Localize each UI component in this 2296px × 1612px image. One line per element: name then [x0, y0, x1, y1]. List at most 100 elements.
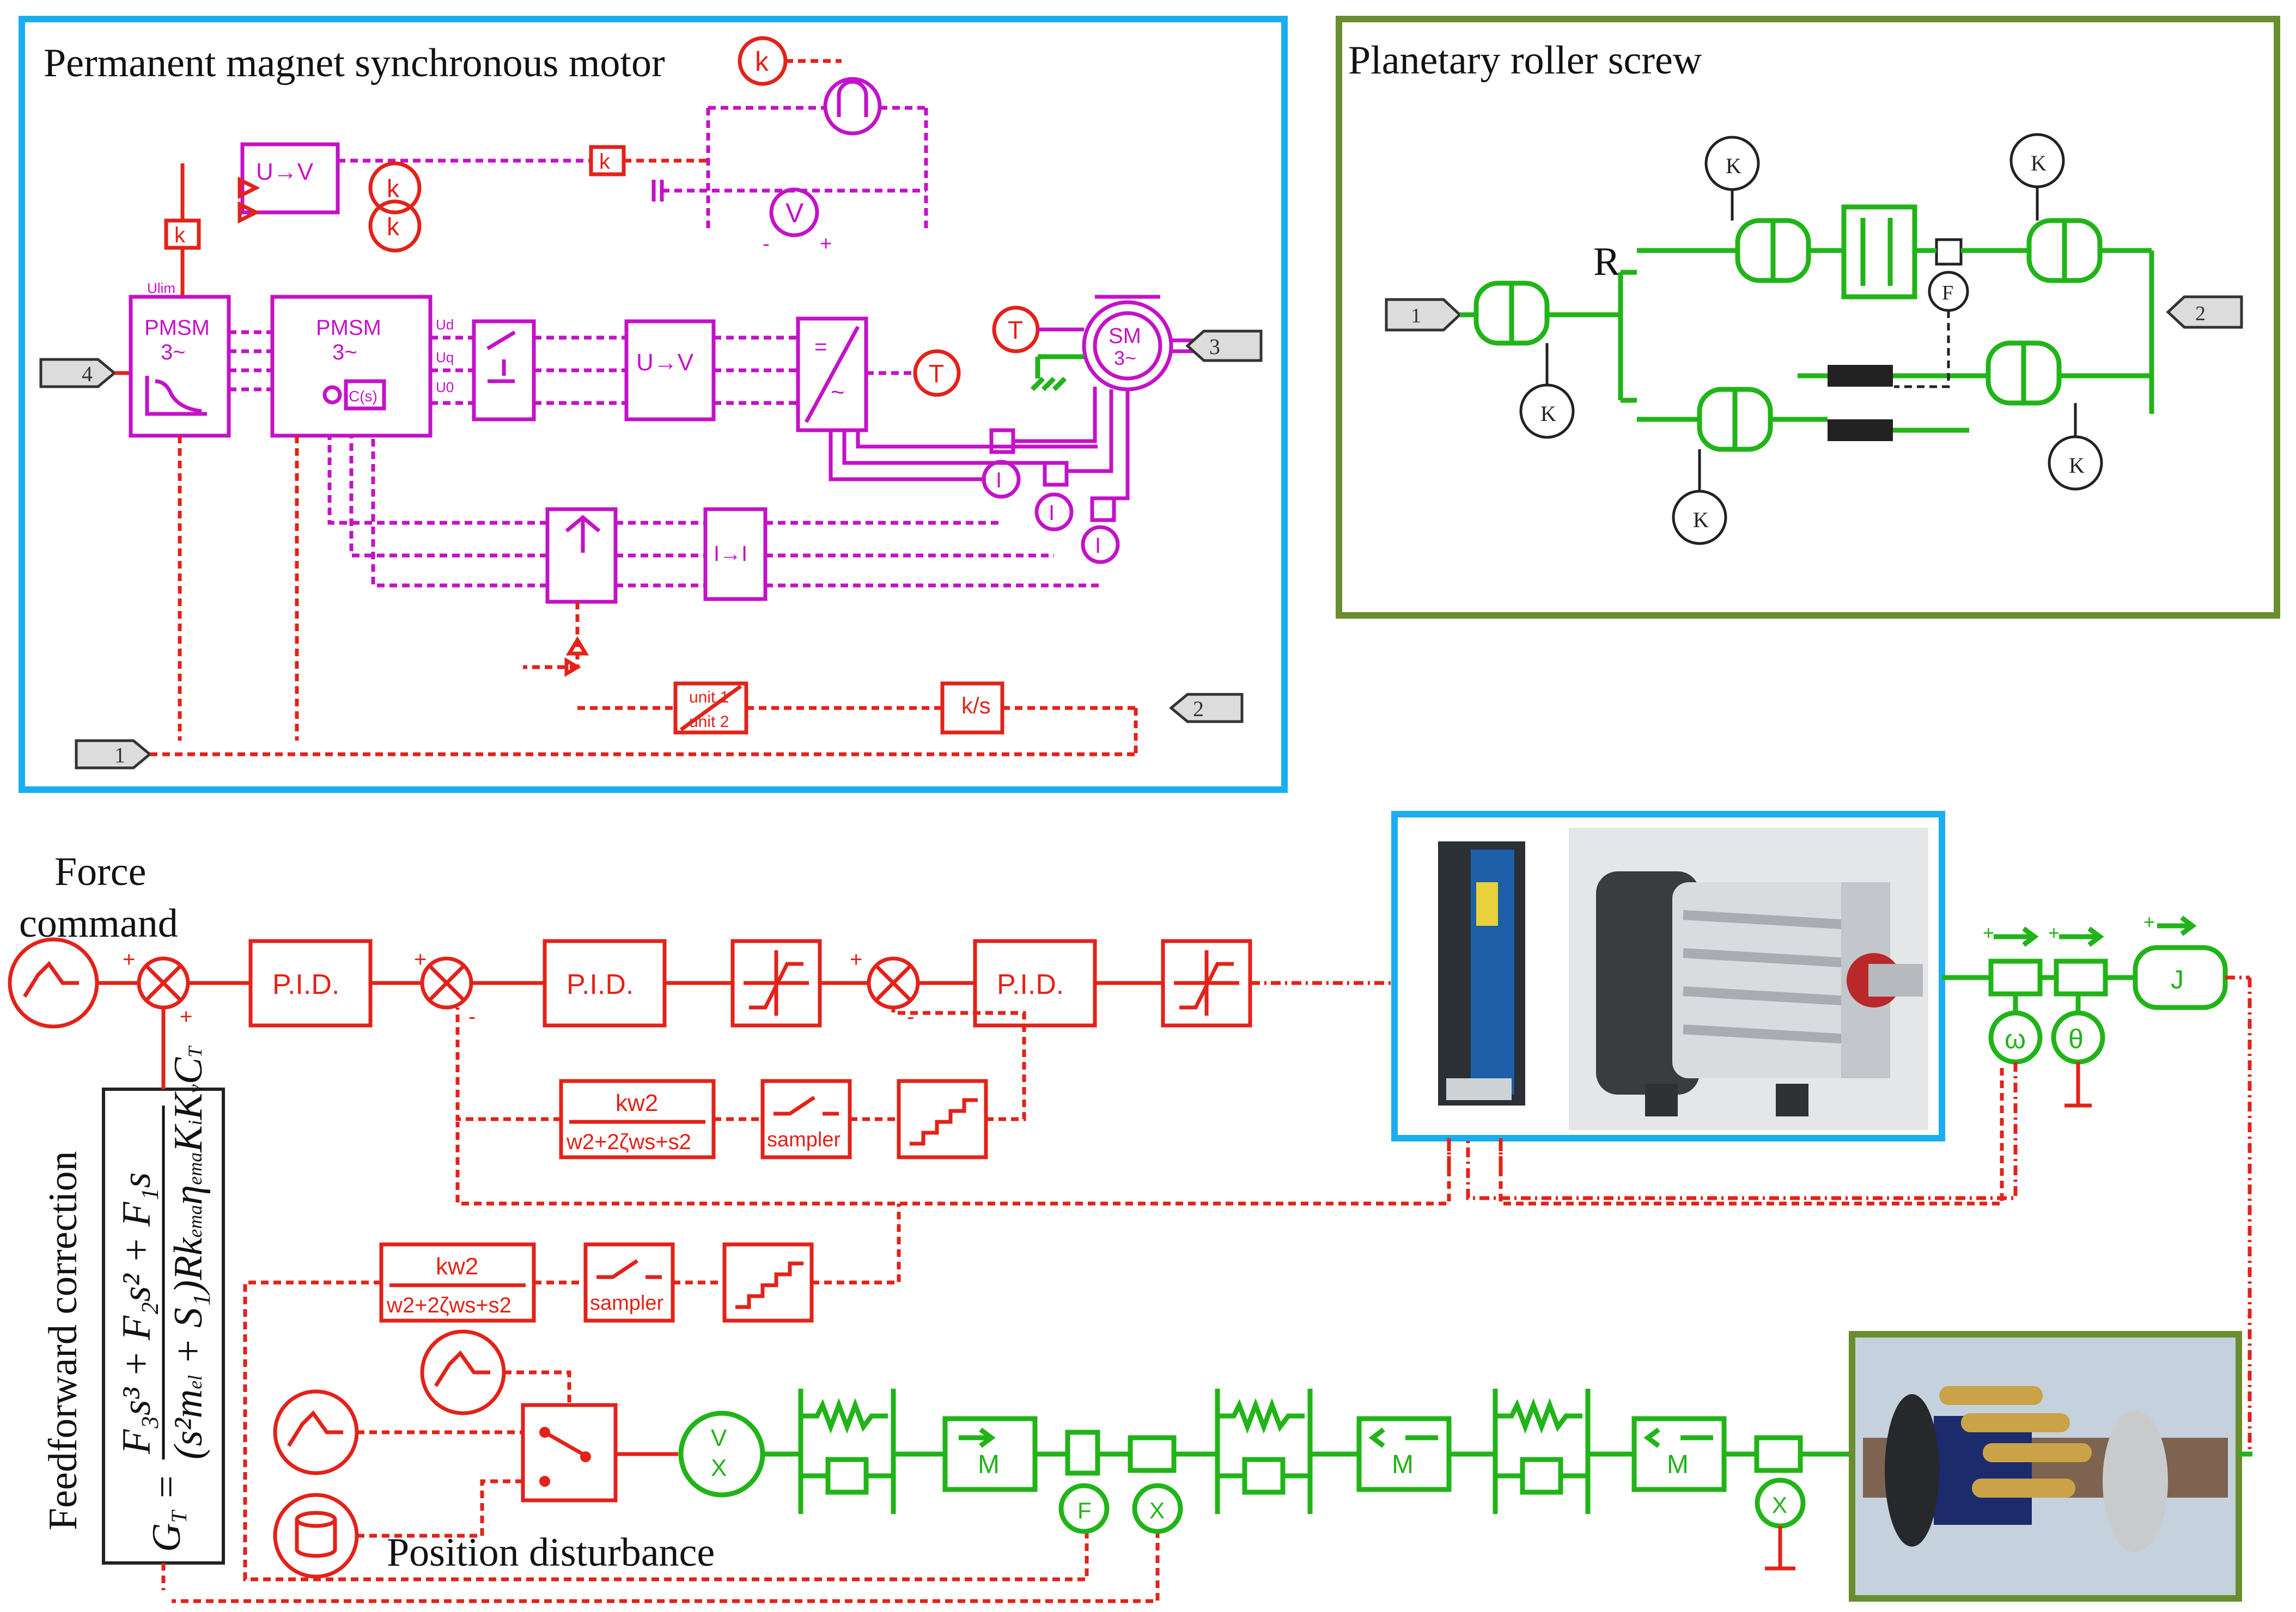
svg-text:K: K [1693, 508, 1709, 532]
svg-text:Ulim: Ulim [147, 280, 175, 296]
torque-sensor-inverter [913, 349, 961, 397]
force-command-source[interactable] [8, 937, 99, 1029]
svg-text:C(s): C(s) [349, 388, 377, 405]
svg-text:K: K [2031, 151, 2047, 175]
svg-text:PMSM: PMSM [316, 316, 381, 340]
svg-text:+: + [180, 1005, 192, 1029]
svg-text:w2+2ζws+s2: w2+2ζws+s2 [566, 1130, 691, 1154]
prs-gear-top-left [1735, 218, 1811, 283]
svg-text:PMSM: PMSM [144, 316, 210, 340]
svg-text:k: k [387, 212, 400, 241]
signal-source-left[interactable] [273, 1389, 359, 1475]
signal-source-top[interactable] [420, 1329, 506, 1415]
svg-text:T: T [1008, 316, 1023, 344]
current-sensor-3 [1081, 525, 1120, 564]
k-source-b [368, 199, 422, 253]
svg-text:T: T [929, 359, 944, 388]
svg-text:+: + [820, 233, 832, 255]
svg-text:X: X [1772, 1492, 1787, 1518]
k-source-a [368, 161, 422, 215]
svg-text:+: + [123, 948, 135, 972]
prs-gear-bottom-left [1697, 387, 1773, 452]
switch-block [521, 1403, 618, 1503]
position-sensor-block-1 [1128, 1435, 1177, 1473]
svg-text:+: + [2048, 921, 2060, 944]
svg-text:V: V [711, 1425, 727, 1451]
svg-text:U→V: U→V [256, 158, 314, 185]
svg-text:1: 1 [1411, 304, 1421, 327]
zoh-block-2 [722, 1242, 814, 1323]
svg-text:ω: ω [2005, 1024, 2026, 1054]
prs-gear-input [1460, 280, 1621, 346]
current-sensor-top [823, 77, 882, 136]
spring-damper-2 [1215, 1389, 1313, 1514]
svg-text:U0: U0 [436, 379, 454, 395]
svg-text:4: 4 [82, 362, 93, 386]
roller-screw-image [1863, 1386, 2228, 1552]
svg-text:I→I: I→I [714, 542, 747, 566]
svg-text:1: 1 [114, 743, 125, 767]
position-sensor-1 [1132, 1483, 1183, 1534]
svg-text:kw2: kw2 [616, 1090, 658, 1116]
svg-text:K: K [1540, 401, 1556, 426]
shaft-sensor-2 [2054, 958, 2108, 997]
database-source[interactable] [273, 1493, 359, 1579]
svg-text:θ: θ [2068, 1024, 2084, 1054]
svg-text:Uq: Uq [436, 349, 454, 365]
svg-text:U→V: U→V [636, 349, 694, 376]
prs-panel-frame [1336, 16, 2280, 619]
motor-image [1596, 871, 1923, 1116]
svg-text:unit 2: unit 2 [689, 713, 729, 731]
svg-text:-: - [763, 233, 770, 255]
spring-damper-1 [798, 1389, 896, 1514]
port-2[interactable] [1169, 693, 1244, 723]
port-3[interactable] [1185, 329, 1263, 362]
svg-text:Ud: Ud [436, 316, 454, 333]
svg-text:k: k [174, 223, 186, 247]
feedforward-formula: GT = F₃s³ + F₂s² + F₁s (s²mel + S₁)Rkema… [114, 1045, 211, 1552]
position-sensor-block-2 [1754, 1435, 1803, 1473]
svg-text:2: 2 [2195, 302, 2206, 325]
prs-spring-b [1828, 419, 1893, 441]
feedforward-label: Feedforward correction [41, 1151, 86, 1531]
svg-text:+: + [414, 948, 427, 972]
force-command-label: Force [54, 850, 147, 894]
svg-text:sampler: sampler [767, 1128, 841, 1151]
svg-text:k: k [599, 150, 611, 174]
prs-port-2[interactable] [2166, 295, 2243, 329]
svg-text:-: - [907, 1005, 914, 1029]
svg-text:k: k [387, 174, 400, 203]
current-sensor-2 [1034, 492, 1074, 532]
svg-text:(s²mel + S₁)RkemaηemaKiKvCT: (s²mel + S₁)RkemaηemaKiKvCT [166, 1045, 211, 1460]
svg-text:M: M [1392, 1450, 1414, 1479]
zoh-block-1 [897, 1079, 988, 1159]
pmsm-panel-title: Permanent magnet synchronous motor [44, 41, 665, 86]
svg-text:F: F [1077, 1498, 1092, 1523]
uv-block-top [240, 142, 340, 215]
svg-text:GT =: GT = [144, 1474, 191, 1552]
svg-text:X: X [711, 1455, 727, 1481]
position-disturbance-label: Position disturbance [387, 1530, 715, 1575]
svg-text:SM: SM [1109, 324, 1141, 348]
prs-panel-title: Planetary roller screw [1348, 38, 1702, 83]
svg-text:P.I.D.: P.I.D. [272, 969, 339, 1000]
svg-text:+: + [850, 948, 862, 972]
svg-text:I: I [996, 468, 1002, 492]
svg-text:w2+2ζws+s2: w2+2ζws+s2 [386, 1293, 511, 1317]
prs-port-1[interactable] [1385, 298, 1462, 332]
svg-text:F: F [1942, 282, 1953, 304]
svg-text:P.I.D.: P.I.D. [997, 969, 1064, 1000]
svg-text:3~: 3~ [332, 340, 357, 364]
svg-text:+: + [2143, 911, 2155, 933]
force-sensor-block [1065, 1430, 1100, 1476]
svg-text:=: = [814, 335, 827, 359]
svg-text:~: ~ [831, 379, 845, 406]
svg-text:K: K [1726, 154, 1741, 178]
svg-text:k/s: k/s [961, 693, 991, 718]
port-1[interactable] [75, 739, 152, 770]
port-4[interactable] [39, 358, 117, 388]
prs-gear-top-right [2026, 218, 2103, 283]
svg-text:V: V [785, 198, 804, 228]
svg-text:F₃s³ + F₂s² + F₁s: F₃s³ + F₂s² + F₁s [114, 1173, 159, 1455]
